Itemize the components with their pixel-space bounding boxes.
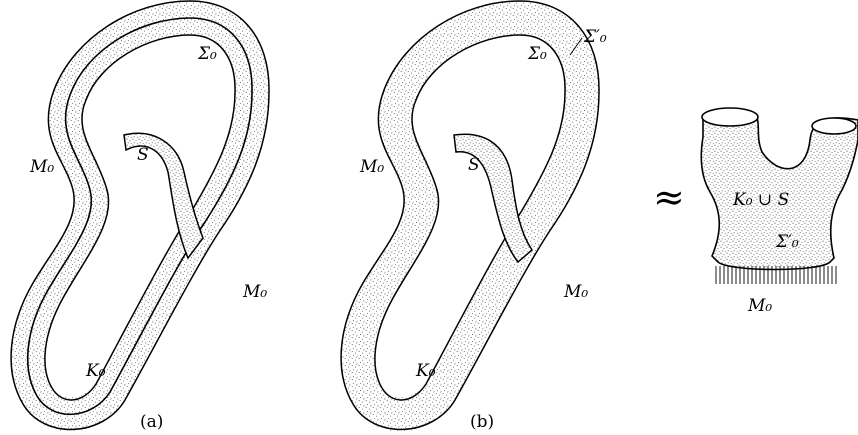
pants-left-cuff xyxy=(701,107,759,127)
label-sigma-prime-pants: Σ′₀ xyxy=(775,232,799,252)
label-k-b: K₀ xyxy=(415,361,436,381)
label-k-a: K₀ xyxy=(85,361,106,381)
pants-body xyxy=(700,111,858,271)
outer-edge-b xyxy=(340,0,600,431)
label-m-left-b: M₀ xyxy=(359,157,384,177)
label-k-union-s: K₀ ∪ S xyxy=(732,190,789,210)
pants-surface: K₀ ∪ S Σ′₀ M₀ xyxy=(700,107,858,316)
label-sigma-b: Σ₀ xyxy=(527,44,547,64)
thickened-surface-a xyxy=(28,18,252,414)
caption-b: (b) xyxy=(470,412,494,432)
figure-a: S Σ₀ M₀ M₀ K₀ (a) xyxy=(10,0,270,432)
label-sigma-a: Σ₀ xyxy=(197,44,217,64)
thickened-surface-b xyxy=(358,18,582,414)
inner-edge-b xyxy=(374,34,566,401)
label-sigma-prime-b: Σ′₀ xyxy=(583,27,607,47)
equivalence-symbol: ≈ xyxy=(653,175,685,219)
pants-boundary-rays xyxy=(715,266,837,284)
outer-edge-a xyxy=(10,0,270,431)
label-m-right-a: M₀ xyxy=(242,282,267,302)
label-m-right-b: M₀ xyxy=(563,282,588,302)
s-strip-a xyxy=(123,132,204,260)
label-m-left-a: M₀ xyxy=(29,157,54,177)
inner-edge-a xyxy=(44,34,236,401)
figure-b: S Σ₀ M₀ M₀ K₀ Σ′₀ (b) xyxy=(340,0,607,432)
label-m-pants: M₀ xyxy=(747,296,772,316)
sigma-prime-pointer xyxy=(569,37,583,56)
label-s-b: S xyxy=(468,155,480,175)
caption-a: (a) xyxy=(140,412,163,432)
s-strip-b xyxy=(453,133,533,264)
pants-right-cuff xyxy=(811,117,857,135)
label-s-a: S xyxy=(137,145,149,165)
